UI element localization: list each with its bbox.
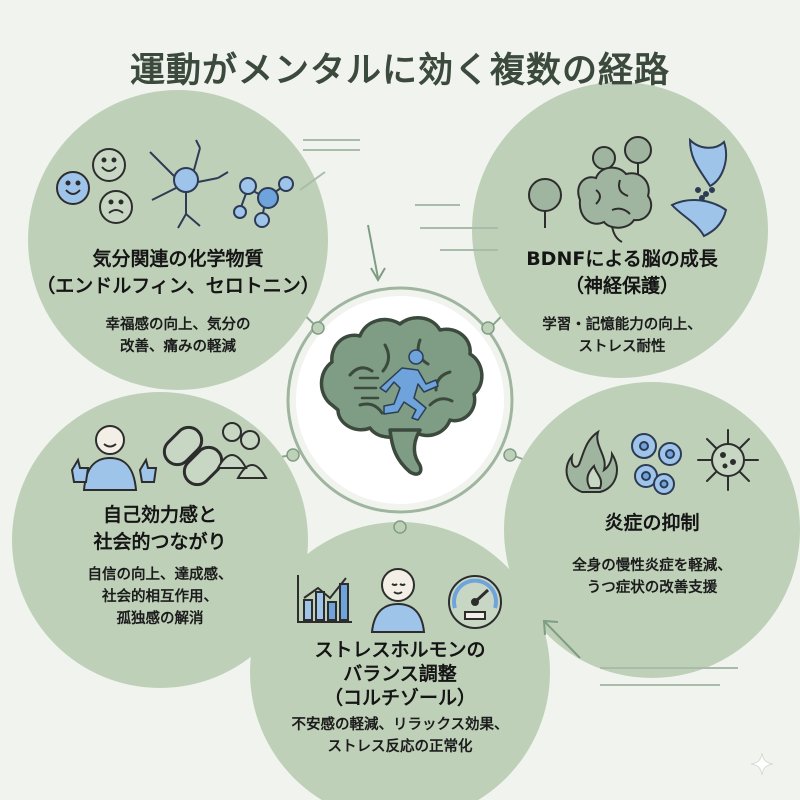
- node-self-efficacy-desc-line-2: 社会的相互作用、: [102, 589, 218, 605]
- node-stress-hormone: ストレスホルモンの バランス調整 （コルチゾール） 不安感の軽減、リラックス効果…: [252, 638, 548, 758]
- cells-icon: [631, 433, 682, 495]
- node-stress-hormone-title-line-3: （コルチゾール）: [323, 687, 476, 709]
- brain-icon: [577, 166, 653, 243]
- node-stress-hormone-desc-line-1: 不安感の軽減、リラックス効果、: [291, 717, 509, 733]
- gauge-icon: [448, 575, 502, 629]
- speed-lines: [353, 376, 380, 400]
- node-stress-hormone-title-line-1: ストレスホルモンの: [314, 639, 486, 661]
- node-bdnf-desc-line-2: ストレス耐性: [578, 339, 666, 355]
- center-circle-outer: [286, 286, 514, 514]
- node-chemicals: 気分関連の化学物質 （エンドルフィン、セロトニン） 幸福感の向上、気分の 改善、…: [30, 246, 326, 358]
- group-icon: [216, 422, 268, 479]
- node-self-efficacy-desc-line-3: 孤独感の解消: [116, 611, 204, 627]
- decorative-arrow-up: [542, 619, 581, 659]
- smiley-faces-icon: [56, 148, 133, 224]
- node-inflammation-desc-line-2: うつ症状の改善支援: [586, 580, 718, 596]
- node-inflammation: 炎症の抑制 全身の慢性炎症を軽減、 うつ症状の改善支援: [520, 510, 784, 599]
- node-bdnf: BDNFによる脳の成長 （神経保護） 学習・記憶能力の向上、 ストレス耐性: [474, 246, 770, 358]
- page-title: 運動がメンタルに効く複数の経路: [129, 51, 670, 91]
- node-bdnf-title-line-1: BDNFによる脳の成長: [526, 248, 718, 270]
- node-chemicals-desc-line-2: 改善、痛みの軽減: [120, 339, 236, 355]
- node-chemicals-desc-line-1: 幸福感の向上、気分の: [105, 317, 251, 333]
- connector-dots: [286, 321, 517, 534]
- synapse-icon: [670, 137, 728, 238]
- node-chemicals-title-line-2: （エンドルフィン、セロトニン）: [36, 275, 320, 297]
- neuron-icon: [149, 139, 229, 229]
- node-bdnf-desc-line-1: 学習・記憶能力の向上、: [542, 317, 702, 333]
- node-self-efficacy-title-line-2: 社会的つながり: [93, 531, 227, 553]
- node-inflammation-desc-line-1: 全身の慢性炎症を軽減、: [572, 558, 732, 574]
- thumbs-up-person-icon: [70, 425, 158, 491]
- decorative-arrow-down: [367, 224, 386, 282]
- node-chemicals-title-line-1: 気分関連の化学物質: [92, 248, 264, 270]
- node-self-efficacy: 自己効力感と 社会的つながり 自信の向上、達成感、 社会的相互作用、 孤独感の解…: [40, 502, 280, 630]
- sparkle-icon: [750, 752, 774, 776]
- node-self-efficacy-title-line-1: 自己効力感と: [102, 504, 217, 526]
- node-bdnf-title-line-2: （神経保護）: [564, 275, 679, 297]
- trees-icon: [528, 136, 652, 228]
- running-person-icon: [379, 349, 439, 421]
- node-stress-hormone-desc-line-2: ストレス反応の正常化: [327, 739, 473, 755]
- calm-person-icon: [370, 568, 426, 633]
- flame-icon: [565, 429, 618, 493]
- virus-icon: [697, 429, 759, 491]
- node-stress-hormone-title-line-2: バランス調整: [343, 663, 457, 685]
- decorative-dashes: [299, 139, 738, 686]
- node-self-efficacy-desc-line-1: 自信の向上、達成感、: [87, 567, 233, 583]
- molecule-icon: [233, 176, 294, 228]
- chain-link-icon: [162, 425, 224, 487]
- brain-with-running-person-icon: [319, 316, 484, 476]
- bar-chart-icon: [297, 575, 352, 623]
- node-inflammation-title-line-1: 炎症の抑制: [604, 512, 700, 534]
